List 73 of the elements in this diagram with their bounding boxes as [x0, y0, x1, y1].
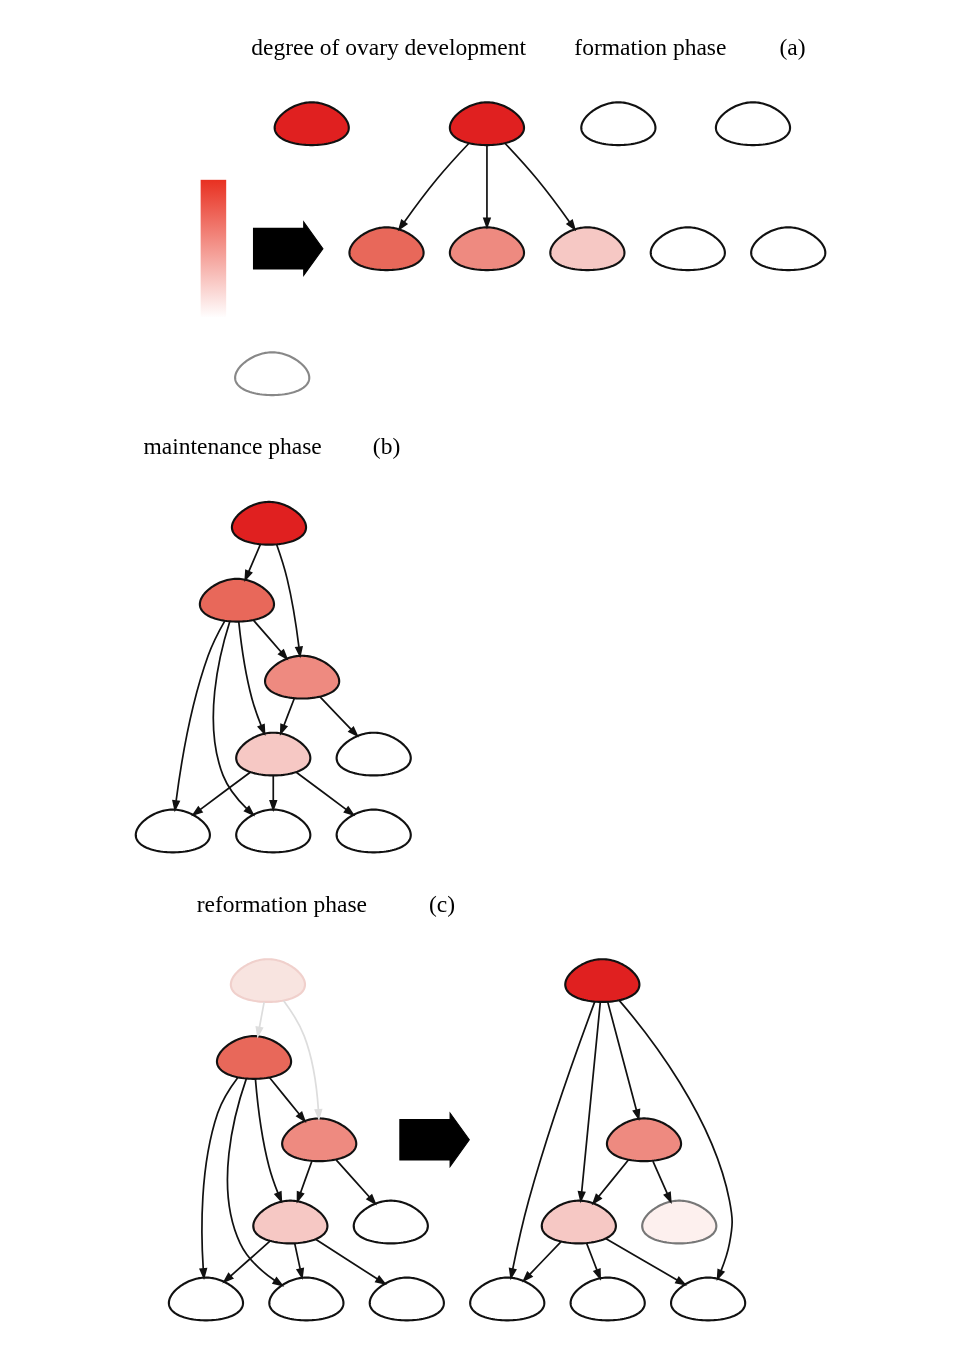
arrow [293, 1242, 305, 1280]
arrow [577, 1001, 602, 1204]
node-picture [235, 808, 312, 854]
arrow [521, 1240, 562, 1283]
arrow [254, 1078, 283, 1204]
arrow [508, 1000, 596, 1281]
node-picture [235, 731, 312, 777]
arrow [397, 142, 470, 232]
node-picture [564, 958, 641, 1003]
arrow [606, 1001, 641, 1122]
arrow [335, 1158, 377, 1206]
node-picture [750, 226, 827, 272]
arrow [282, 999, 323, 1121]
node-picture [273, 101, 350, 147]
node-picture [348, 226, 425, 272]
node-picture [134, 808, 211, 854]
arrow [504, 142, 577, 232]
node-picture [448, 101, 526, 147]
arrow [255, 1001, 265, 1039]
node-arrow [399, 1111, 470, 1169]
node-picture [335, 731, 412, 777]
arrow [191, 771, 251, 817]
arrow [226, 1077, 285, 1287]
node-picture [569, 1276, 646, 1322]
node-picture [641, 1199, 718, 1245]
node-picture [352, 1199, 429, 1245]
node-picture [448, 226, 526, 272]
arrow [314, 1238, 387, 1286]
label: (c) [429, 890, 456, 917]
arrow [237, 620, 266, 737]
arrow [295, 771, 356, 817]
node-picture [714, 101, 792, 147]
arrow [604, 1237, 688, 1286]
arrow [212, 620, 256, 817]
node-picture [252, 1199, 329, 1245]
label: maintenance phase [143, 433, 322, 460]
node-picture [230, 500, 308, 546]
arrow [199, 1076, 239, 1281]
label: formation phase [574, 33, 727, 60]
node-picture [649, 226, 726, 272]
label: (a) [779, 33, 806, 60]
arrow [279, 697, 296, 736]
node-picture [540, 1199, 617, 1245]
arrow [652, 1160, 672, 1204]
arrow [618, 999, 733, 1282]
arrow [591, 1158, 630, 1206]
node-picture [215, 1035, 293, 1080]
arrow [275, 543, 304, 659]
node-picture [234, 351, 311, 397]
node-picture [335, 808, 412, 854]
label: reformation phase [196, 890, 367, 917]
arrow [172, 619, 226, 813]
arrow [296, 1160, 313, 1204]
node-picture [263, 654, 341, 700]
arrow [585, 1242, 602, 1281]
node-picture [605, 1117, 683, 1163]
arrow [318, 695, 359, 738]
arrow [244, 543, 262, 582]
node-picture [281, 1117, 358, 1163]
node-picture [549, 226, 626, 272]
node-picture [469, 1276, 546, 1322]
node-picture [198, 577, 276, 623]
arrow [268, 1076, 307, 1123]
node-picture [580, 101, 657, 147]
arrow [269, 774, 278, 813]
arrow [222, 1240, 271, 1284]
node-picture [229, 958, 307, 1003]
arrow [252, 619, 289, 661]
node-arrow [252, 220, 324, 278]
label: degree of ovary development [251, 33, 526, 60]
arrow [482, 144, 492, 230]
node-picture [167, 1276, 245, 1322]
label: (b) [372, 433, 401, 460]
